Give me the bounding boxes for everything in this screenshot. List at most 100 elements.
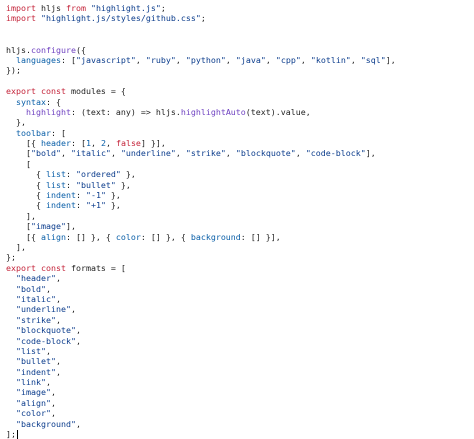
code-token: "java" [235,54,266,65]
code-token: , [175,54,186,65]
code-token: 2 [100,138,106,149]
code-token: "code-block" [16,335,76,346]
code-token [6,97,16,107]
code-token: { [6,169,46,180]
code-line: hljs.configure({ [6,45,474,55]
code-token: , [50,397,56,408]
code-line: "strike", [6,315,474,325]
code-token: [{ [6,138,41,149]
code-token: from [65,3,86,13]
code-token: header [40,138,71,149]
code-token: "image" [16,387,51,398]
code-token: : [] }, { [65,231,116,242]
code-token: ], [6,210,36,221]
code-token: }, [105,200,121,211]
code-token: , [175,148,186,159]
code-token: "underline" [16,304,71,315]
code-token: ], [6,241,26,252]
code-token: , [295,148,306,159]
code-token: const [40,86,66,97]
code-line: ]; [6,429,474,439]
code-token [6,273,16,283]
code-token: "bullet" [75,179,116,190]
code-line: "list", [6,346,474,356]
code-token: "header" [16,273,56,284]
code-token: "python" [185,54,226,65]
code-line [6,24,474,34]
code-token: , [55,356,61,367]
code-token: , [75,418,81,429]
code-token: hljs [35,3,66,13]
code-token [6,325,16,335]
code-token: indent [45,190,76,201]
text-cursor [17,430,18,439]
code-line: "bullet", [6,356,474,366]
code-token: ; [200,13,206,24]
code-line: }, [6,117,474,127]
code-token: "link" [16,377,46,388]
code-token [6,367,16,377]
code-token: "align" [16,397,51,408]
code-token: "bold" [30,148,61,159]
code-token: , [55,314,61,325]
code-token: false [115,138,141,149]
code-token: formats = [ [65,262,126,273]
code-token [6,284,16,294]
code-token: "underline" [120,148,176,159]
code-token: : (text: any) => hljs. [70,106,181,117]
code-token: : [75,200,86,211]
code-token: "sql" [360,54,386,65]
code-token: "cpp" [275,54,301,65]
code-token: "italic" [70,148,111,159]
code-line: export const modules = { [6,86,474,96]
code-token: "-1" [85,190,106,201]
code-token: "highlight.js" [90,3,161,13]
code-line: import "highlight.js/styles/github.css"; [6,13,474,23]
code-line: ], [6,211,474,221]
code-token: [ [6,158,31,169]
code-token: { [6,179,46,190]
code-line: "color", [6,408,474,418]
code-token: [ [6,148,31,159]
code-token: "code-block" [305,148,366,159]
code-token: , [75,335,81,346]
code-line: "align", [6,398,474,408]
code-token: "ruby" [145,54,176,65]
code-token: }, [120,169,136,180]
code-line: toolbar: [ [6,128,474,138]
code-token: , [45,345,51,356]
code-token: hljs. [6,44,31,55]
code-lines: import hljs from "highlight.js";import "… [6,3,474,439]
code-line: { indent: "-1" }, [6,190,474,200]
code-token: : [ [60,54,76,65]
code-token [6,107,26,117]
code-token: , [55,293,61,304]
code-token: }; [6,252,16,263]
code-token: (text).value, [245,106,311,117]
code-token [6,356,16,366]
code-token: : [65,179,76,190]
code-token [6,304,16,314]
code-line [6,34,474,44]
code-token: }, [6,117,26,128]
code-token: ], [365,148,376,159]
code-token: , [75,325,81,336]
code-token: list [45,169,66,180]
code-token: : [ [70,138,86,149]
code-token: , [55,366,61,377]
code-token: "javascript" [75,54,136,65]
code-line: export const formats = [ [6,263,474,273]
code-token [6,419,16,429]
code-line: syntax: { [6,97,474,107]
code-token: "blockquote" [16,325,76,336]
code-token [6,55,16,65]
code-line: "code-block", [6,336,474,346]
code-token: ], [385,54,396,65]
code-token: "kotlin" [310,54,351,65]
code-token: : [] }, { [140,231,191,242]
code-token: background [190,231,241,242]
code-line: ["image"], [6,221,474,231]
code-token: , [225,148,236,159]
code-token [6,294,16,304]
